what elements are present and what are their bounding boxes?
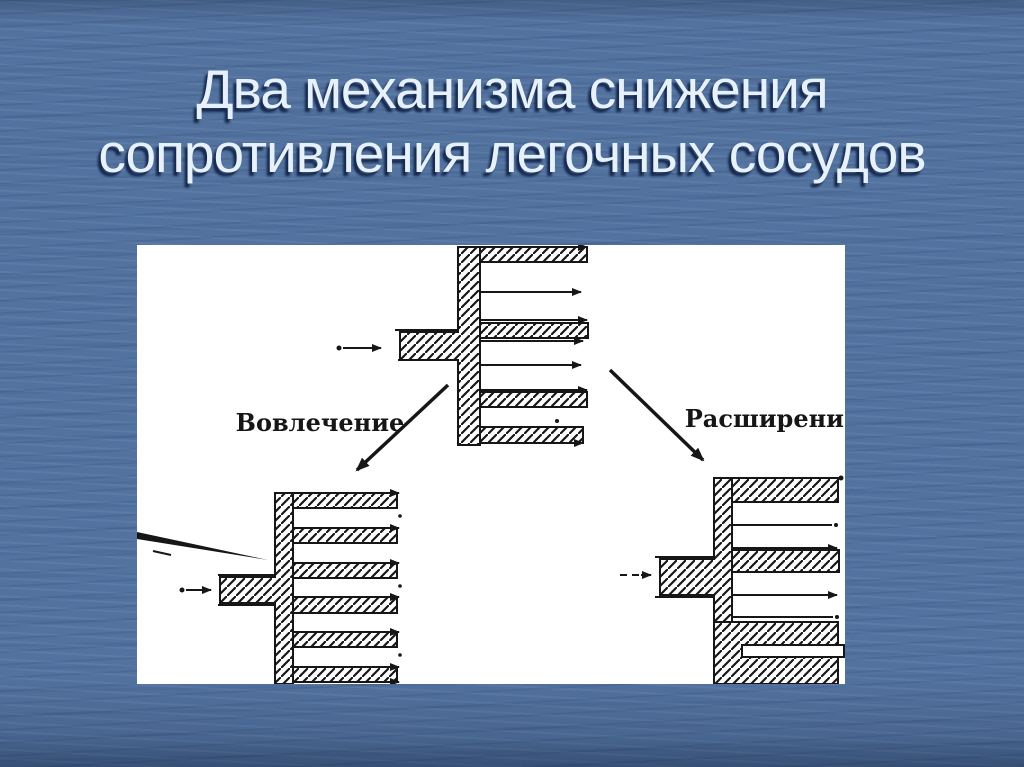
recruitment-label: Вовлечение	[236, 408, 405, 437]
flow-dot	[844, 649, 845, 653]
closed-vessel-bar	[292, 631, 398, 648]
flow-dot	[398, 584, 402, 588]
closed-vessel-bar	[479, 391, 588, 408]
vessel-trunk	[399, 246, 481, 446]
closed-vessel-bar	[479, 322, 589, 339]
parent-vessel-comb	[336, 245, 589, 447]
closed-vessel-bar	[292, 562, 398, 579]
flow-dot	[179, 587, 185, 593]
flow-dot	[555, 419, 559, 423]
vessel-mechanisms-figure: Вовлечение Расширение	[137, 245, 845, 684]
diagram-panel: Вовлечение Расширение	[137, 245, 845, 684]
dilation-comb	[620, 475, 845, 684]
pointer-dash	[152, 550, 172, 556]
title-line-1: Два механизма снижения	[196, 58, 828, 120]
closed-vessel-bar	[292, 527, 398, 544]
slide-title: Два механизма снижения сопротивления лег…	[0, 58, 1024, 186]
flow-dot	[835, 615, 839, 619]
flow-dot	[336, 345, 342, 351]
closed-vessel-bar	[292, 492, 398, 509]
vessel-trunk	[219, 492, 294, 684]
recruitment-comb	[137, 489, 402, 684]
recruitment-arrow	[355, 383, 450, 472]
flow-dot	[398, 653, 402, 657]
flow-dot	[838, 475, 844, 481]
closed-vessel-bar	[479, 246, 588, 263]
dilation-label: Расширение	[685, 404, 845, 433]
flow-dot	[834, 523, 838, 527]
closed-vessel-bar	[731, 549, 840, 573]
closed-vessel-bar	[292, 666, 398, 683]
flow-dot	[398, 514, 402, 518]
closed-vessel-bar	[479, 426, 584, 444]
title-line-2: сопротивления легочных сосудов	[98, 121, 926, 184]
closed-vessel-bar	[731, 477, 839, 503]
closed-vessel-bar	[292, 596, 398, 614]
dilation-arrow	[608, 368, 705, 462]
open-vessel-channel	[741, 644, 845, 658]
pointer-line	[137, 532, 268, 560]
